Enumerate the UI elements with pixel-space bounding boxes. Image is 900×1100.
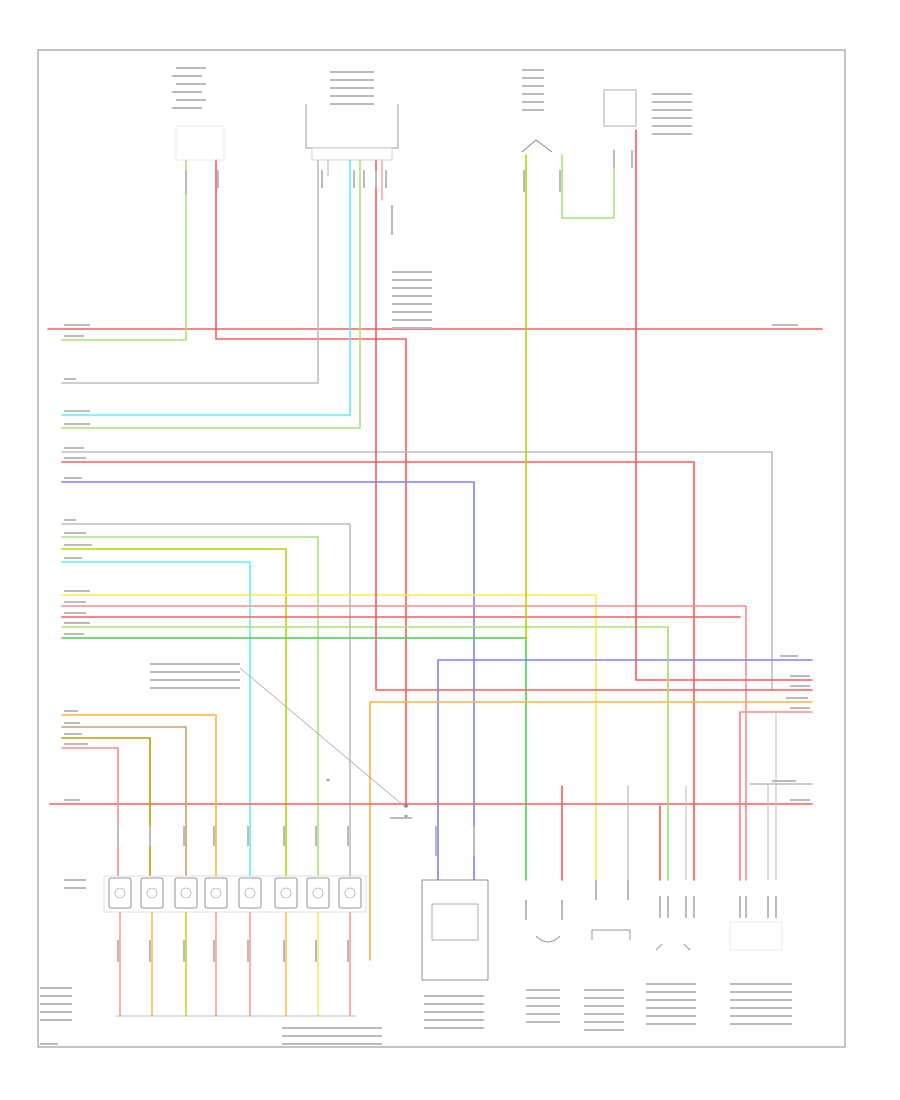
label-group [40, 67, 810, 1045]
sensor-inner-switch [431, 903, 479, 941]
ignition-coil-5 [238, 877, 262, 909]
bus-wire-red [635, 129, 813, 681]
bus-wire-orange [369, 701, 813, 961]
feed-wire-brown [61, 726, 187, 877]
bus-wire-cyan [61, 561, 251, 877]
bus-wire-red [215, 159, 407, 807]
ignition-coil-8 [338, 877, 362, 909]
ignition-coil-3 [174, 877, 198, 909]
speed-sensor-icon [535, 935, 561, 943]
ignition-coil-6 [274, 877, 298, 909]
feed-wire-orange [61, 714, 217, 877]
coil-symbol [344, 887, 356, 899]
coil-symbol [114, 887, 126, 899]
component-group [103, 89, 783, 981]
coil-symbol [180, 887, 192, 899]
bus-wire-gray [61, 523, 351, 877]
bus-wire-lime [61, 548, 287, 877]
relay-box [603, 89, 637, 127]
pcm-pins [311, 147, 393, 161]
bus-wire-yellow [61, 594, 597, 881]
bus-wire-pink [61, 605, 747, 811]
o2-sensor-1-icon [655, 943, 691, 951]
bus-wire-lightgreen [61, 159, 187, 341]
bus-wire-red [61, 461, 695, 811]
diagram-border [37, 49, 846, 1048]
feed-wire-olive [61, 737, 151, 877]
pressure-sensor-icon [591, 929, 631, 940]
ignition-coil-1 [108, 877, 132, 909]
ignition-coil-4 [204, 877, 228, 909]
pcm-connector [305, 104, 399, 149]
bus-wire-gray [61, 451, 773, 691]
top-left-connector [175, 125, 225, 161]
bus-wire-green [61, 637, 527, 881]
bus-wire-cyan [61, 159, 351, 416]
ignition-coil-2 [140, 877, 164, 909]
coil-symbol [312, 887, 324, 899]
coil-symbol [280, 887, 292, 899]
feed-wire-pink [61, 747, 119, 877]
bus-wire-blue [437, 659, 813, 881]
callout-leader [239, 667, 405, 807]
coil-symbol [210, 887, 222, 899]
bus-wire-lightgreen [61, 159, 361, 429]
ignition-coil-7 [306, 877, 330, 909]
coil-symbol [244, 887, 256, 899]
wire-group [47, 129, 823, 1017]
transmission-range-sensor [421, 879, 489, 981]
bus-wire-blue [61, 481, 475, 881]
brake-switch-icon [521, 139, 553, 153]
o2-sensor-2-body [729, 921, 783, 951]
bus-wire-red [375, 159, 813, 691]
bus-wire-gray [61, 159, 319, 384]
splice-dot [404, 804, 408, 808]
bus-wire-lightgreen [61, 536, 319, 877]
switch-wire-lightgreen [561, 149, 615, 219]
coil-symbol [146, 887, 158, 899]
